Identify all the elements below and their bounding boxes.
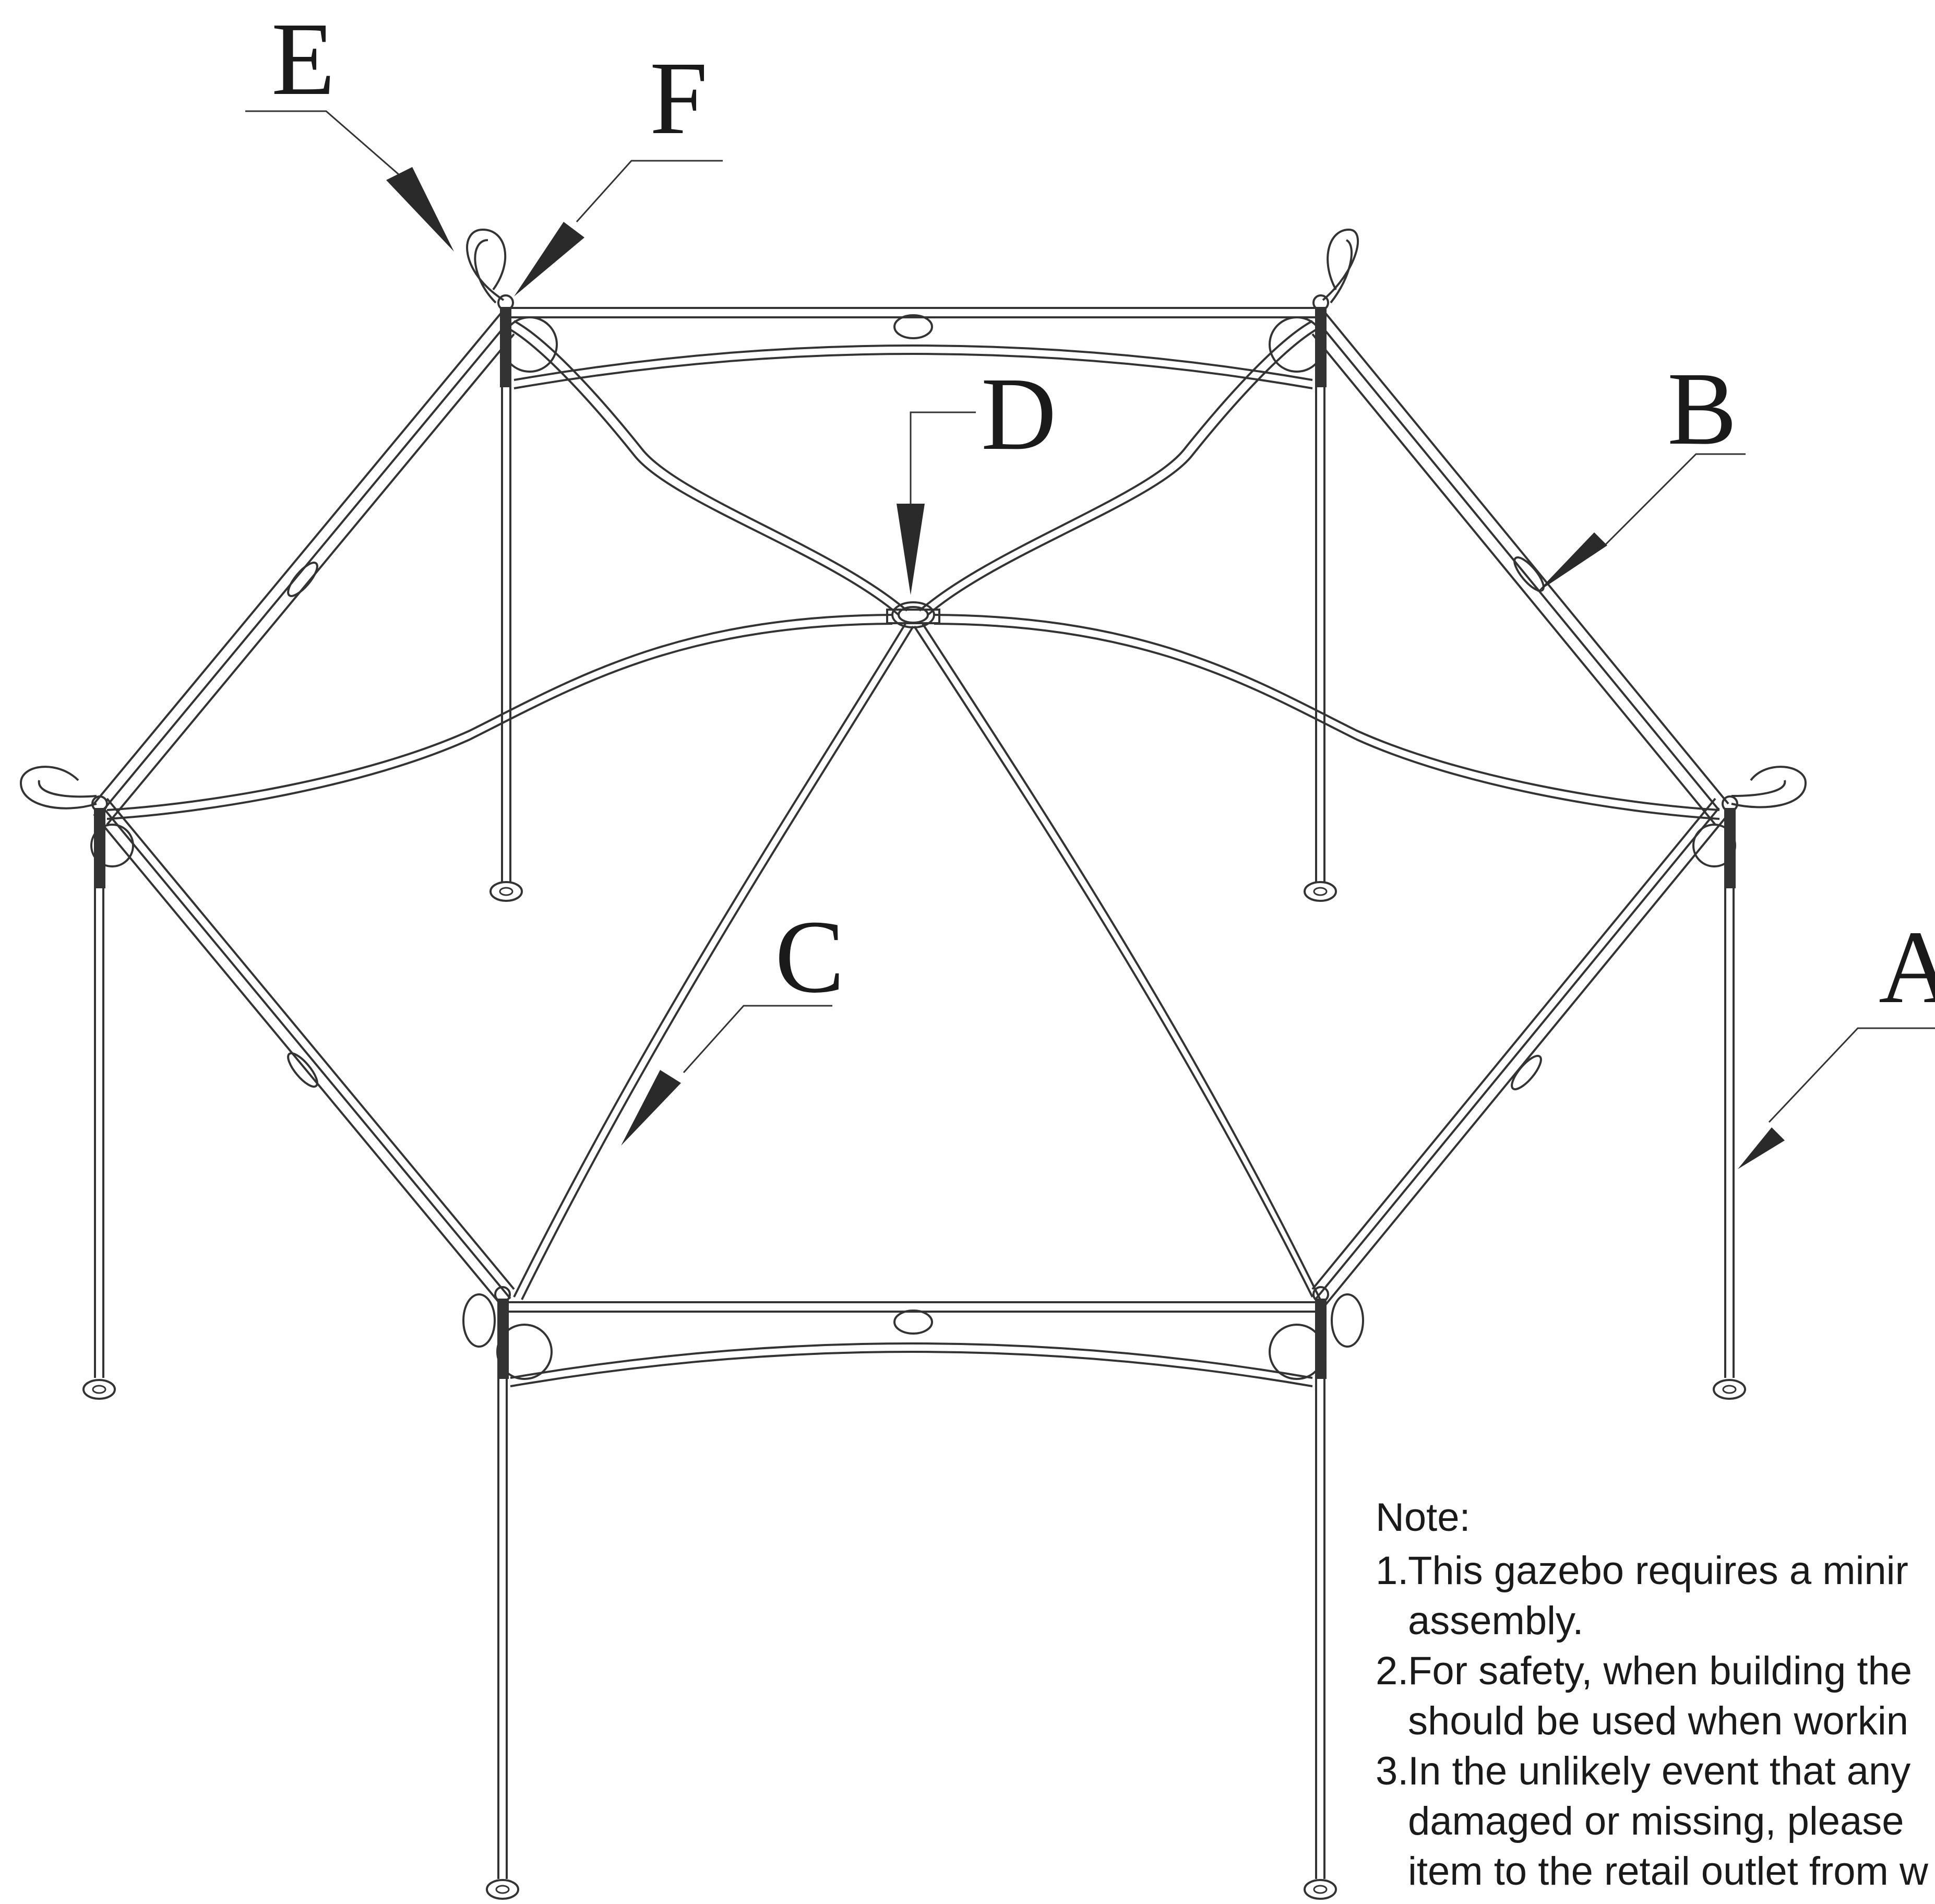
arrow-f <box>514 222 584 296</box>
note-number: 2. <box>1376 1649 1409 1693</box>
corner-brackets <box>90 294 1738 1380</box>
note-item-1: 1. This gazebo requires a minir assembly… <box>1376 1546 1935 1646</box>
note-line: should be used when workin <box>1408 1699 1909 1743</box>
label-f: F <box>650 41 708 156</box>
note-item-2: 2. For safety, when building the should … <box>1376 1646 1935 1746</box>
beam-back-right <box>1311 312 1729 826</box>
note-line: item to the retail outlet from w <box>1408 1849 1928 1894</box>
perimeter-beams <box>93 307 1729 1387</box>
hook-back-right <box>1322 228 1359 304</box>
leg-left <box>82 809 116 1400</box>
rafter-to-back-left <box>506 320 908 616</box>
note-item-3: 3. In the unlikely event that any damage… <box>1376 1746 1935 1904</box>
note-number: 3. <box>1376 1749 1409 1793</box>
rafters <box>106 320 1720 1300</box>
label-e: E <box>271 2 335 117</box>
label-d: D <box>981 356 1056 472</box>
corner-bracket-front-left <box>462 1286 553 1380</box>
label-c: C <box>775 899 844 1015</box>
corner-bracket-left <box>90 795 134 888</box>
beam-front-left <box>93 798 515 1306</box>
leg-right <box>1713 809 1746 1400</box>
corner-bracket-front-right <box>1269 1286 1364 1380</box>
rafter-to-back-right <box>918 320 1321 616</box>
note-line: This does not affect your st <box>1408 1897 1928 1904</box>
leader-line-b <box>1601 453 1746 549</box>
rafter-to-right <box>934 614 1720 820</box>
corner-bracket-right <box>1692 795 1738 888</box>
label-b: B <box>1667 351 1737 467</box>
arrow-c <box>621 1070 681 1146</box>
callout-f: F <box>514 41 723 296</box>
hook-back-left <box>466 228 507 304</box>
rafter-to-left <box>106 614 893 820</box>
leg-front-right <box>1304 1331 1337 1900</box>
note-line: In the unlikely event that any <box>1408 1749 1911 1793</box>
hook-left <box>19 766 97 810</box>
legs <box>82 308 1746 1900</box>
leader-line-e <box>245 110 400 176</box>
rafter-to-front-left <box>513 623 914 1300</box>
arrow-a <box>1738 1127 1785 1169</box>
beam-back-left <box>93 312 515 826</box>
note-line: assembly. <box>1408 1599 1584 1643</box>
leg-front-left <box>486 1331 519 1900</box>
callout-b: B <box>1537 351 1746 592</box>
beam-front <box>503 1301 1320 1387</box>
note-line: This gazebo requires a minir <box>1408 1549 1908 1593</box>
label-a: A <box>1879 910 1935 1025</box>
assembly-notes: Note: 1. This gazebo requires a minir as… <box>1376 1493 1935 1904</box>
leg-back-left <box>489 308 523 902</box>
arrow-b <box>1537 532 1607 592</box>
callout-d: D <box>897 356 1056 595</box>
leader-line-a <box>1768 1027 1935 1123</box>
callout-a: A <box>1738 910 1935 1169</box>
arrow-e <box>386 167 454 252</box>
notes-title: Note: <box>1376 1495 1471 1540</box>
note-line: damaged or missing, please <box>1408 1799 1904 1843</box>
hooks <box>19 228 1807 810</box>
beam-back <box>506 307 1320 389</box>
note-line: For safety, when building the <box>1408 1649 1913 1693</box>
leader-line-f <box>576 160 723 223</box>
note-number: 1. <box>1376 1549 1409 1593</box>
center-hub <box>886 601 940 628</box>
arrow-d <box>897 504 925 595</box>
callout-c: C <box>621 899 844 1146</box>
leader-line-d <box>910 411 976 504</box>
leader-line-c <box>683 1005 832 1074</box>
rafter-to-front-right <box>913 623 1321 1300</box>
beam-front-right <box>1311 798 1729 1306</box>
leg-back-right <box>1304 308 1337 902</box>
callout-e: E <box>245 2 454 252</box>
hook-right <box>1731 766 1807 808</box>
